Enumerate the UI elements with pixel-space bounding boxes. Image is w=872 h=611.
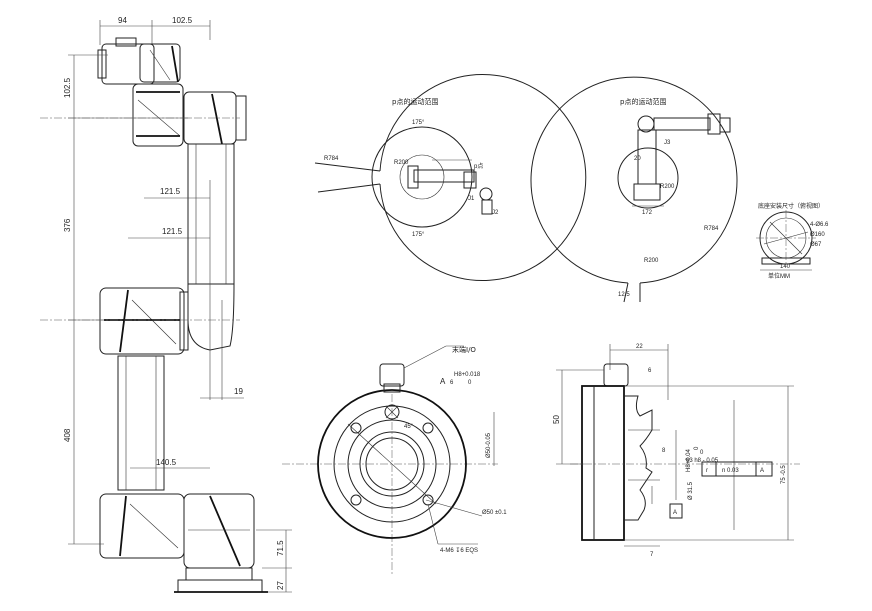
dim-h-121b: 121.5 [162, 227, 183, 236]
reach-right-dim-172: 172 [642, 210, 653, 216]
flange-side-tol-val: n 0.03 [722, 468, 739, 474]
flange-front-datum-a: A [440, 377, 446, 386]
base-detail-dim-b: Ø160 [810, 232, 825, 238]
dim-base-71: 71.5 [276, 540, 285, 556]
base-detail-dim-d: 140 [780, 264, 791, 270]
flange-side-view: 22 6 50 75 -0.5 0 63 h8 - 0.05 H8+0.04 0… [552, 344, 800, 558]
dim-v-top: 102.5 [63, 77, 72, 98]
flange-front-io-label: 末端I/O [452, 345, 476, 354]
flange-front-h8-sub-b: 0 [468, 380, 472, 386]
reach-diagram-left: p点的运动范围 R784 R200 175° 175° p点 J1 J2 [314, 74, 587, 281]
reach-left-inner-r: R200 [394, 160, 409, 166]
base-detail-title: 底座安装尺寸（俯视图） [758, 202, 824, 210]
flange-side-h8: H8+0.04 [686, 448, 692, 472]
flange-side-dim-7: 7 [650, 552, 654, 558]
flange-side-dim-8: 8 [662, 448, 666, 454]
flange-side-h8-0: 0 [694, 446, 700, 450]
dim-h-121a: 121.5 [160, 187, 181, 196]
reach-right-r-small: R200 [644, 258, 659, 264]
dim-h-19: 19 [234, 387, 243, 396]
reach-right-j3: J3 [664, 140, 671, 146]
dim-top-102: 102.5 [172, 16, 193, 25]
reach-left-angle-bottom: 175° [412, 232, 425, 238]
flange-side-dim-75: 75 -0.5 [781, 465, 787, 484]
flange-side-dia-63-0: 0 [700, 450, 704, 456]
flange-side-dim-50: 50 [552, 415, 561, 424]
dim-base-27: 27 [276, 581, 285, 590]
reach-right-r-mid: R200 [660, 184, 675, 190]
reach-left-p: p点 [474, 162, 483, 170]
base-detail-dim-a: 4-Ø6.6 [810, 222, 829, 228]
dim-v-mid: 376 [63, 218, 72, 232]
dim-v-low: 408 [63, 428, 72, 442]
base-detail-unit: 单位MM [768, 272, 790, 280]
flange-side-dia-31: Ø 31.5 [688, 481, 694, 500]
reach-right-dim-bottom: 12.5 [618, 292, 630, 298]
base-detail-dim-c: Ø67 [810, 242, 822, 248]
flange-front-angle: 45° [404, 424, 414, 430]
reach-left-angle-top: 175° [412, 120, 425, 126]
reach-right-radius: R784 [704, 226, 719, 232]
flange-front-view: 末端I/O H8+0.018 6 0 A 45° Ø50-0.05 Ø50 ±0… [282, 345, 507, 576]
reach-left-radius: R784 [324, 156, 339, 162]
base-mount-detail: 底座安装尺寸（俯视图） 4-Ø6.6 Ø160 Ø67 140 单位MM [756, 202, 829, 280]
reach-left-title: p点的运动范围 [392, 97, 438, 106]
reach-right-title: p点的运动范围 [620, 97, 666, 106]
flange-side-dim-top: 22 [636, 344, 643, 350]
dim-h-140: 140.5 [156, 458, 177, 467]
robot-side-view: 94 102.5 [40, 16, 292, 593]
flange-side-tol-sym: r [706, 468, 708, 474]
flange-front-h8-sub-a: 6 [450, 380, 454, 386]
flange-front-dim-pcd: Ø50 ±0.1 [482, 510, 507, 516]
reach-diagram-right: p点的运动范围 R784 R200 R200 12.5 20 172 J3 [530, 76, 738, 303]
reach-left-j1: J1 [468, 196, 475, 202]
flange-side-tol-ref: A [760, 468, 764, 474]
flange-front-h8: H8+0.018 [454, 372, 481, 378]
flange-side-dia-63: 63 h8 - 0.05 [686, 458, 719, 464]
flange-front-dim-vertical: Ø50-0.05 [486, 432, 492, 458]
reach-left-j2: J2 [492, 210, 499, 216]
dim-top-94: 94 [118, 16, 127, 25]
flange-front-screw: 4-M6 ↧6 EQS [440, 547, 478, 554]
flange-side-dim-6: 6 [648, 368, 652, 374]
flange-side-datum: A [673, 510, 677, 516]
